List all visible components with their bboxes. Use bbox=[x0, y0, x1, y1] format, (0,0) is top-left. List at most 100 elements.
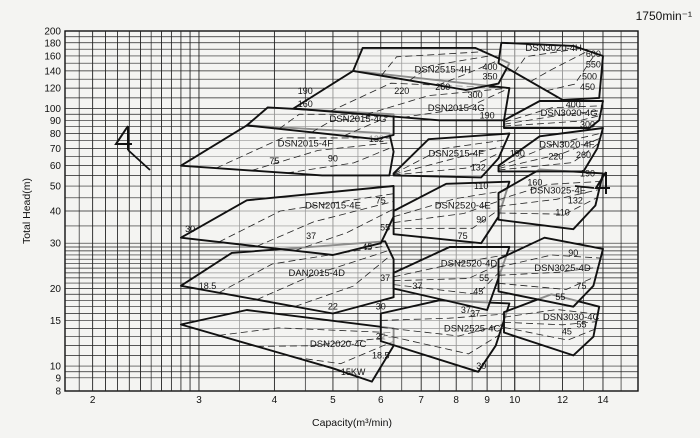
zone-outline bbox=[503, 100, 604, 129]
zone-model-label: DSN2020-4C bbox=[310, 339, 367, 350]
zone-curve bbox=[498, 132, 602, 168]
x-tick-label: 10 bbox=[509, 395, 521, 406]
zone-outline bbox=[497, 127, 604, 173]
zone-curve bbox=[393, 262, 505, 282]
zone-curve bbox=[514, 48, 581, 73]
zone-model-label: DSN2520-4D bbox=[441, 259, 498, 270]
zone-model-label: DSN3020-4H bbox=[525, 43, 582, 54]
y-tick-label: 9 bbox=[55, 373, 61, 384]
zone-curve bbox=[503, 105, 603, 123]
power-label: 55 bbox=[555, 292, 565, 302]
y-tick-label: 20 bbox=[50, 284, 62, 295]
power-label: 18.5 bbox=[199, 281, 217, 291]
pump-zone: DSN2525-4C 37 30 bbox=[379, 299, 511, 373]
x-axis-label: Capacity(m³/min) bbox=[312, 417, 392, 429]
zone-curve bbox=[498, 189, 600, 207]
x-tick-label: 14 bbox=[597, 395, 609, 406]
zone-outline bbox=[497, 236, 604, 308]
power-label: 30 bbox=[376, 302, 386, 312]
zone-model-label: DSN2015-4G bbox=[329, 114, 386, 125]
power-label: 37 bbox=[470, 308, 480, 318]
power-label: 75 bbox=[376, 195, 386, 205]
power-label: 300 bbox=[468, 90, 483, 100]
power-label: 350 bbox=[482, 72, 497, 82]
zone-model-label: DSN2515-4H bbox=[415, 64, 472, 75]
zone-model-label: DSN2525-4C bbox=[444, 323, 501, 334]
zone-curve bbox=[294, 340, 394, 365]
power-label: 220 bbox=[394, 86, 409, 96]
power-label: 45 bbox=[562, 327, 572, 337]
y-tick-label: 70 bbox=[50, 144, 62, 155]
zone-model-label: DSN2515-4F bbox=[428, 148, 484, 159]
y-tick-label: 140 bbox=[44, 66, 61, 77]
zone-curve bbox=[380, 333, 500, 355]
power-label: 37 bbox=[306, 231, 316, 241]
right-pole-mark-icon bbox=[574, 171, 610, 194]
axis-ticks: 8910152030405060708090100120140160180200… bbox=[44, 27, 609, 407]
zone-curve bbox=[256, 336, 394, 347]
y-tick-label: 180 bbox=[44, 38, 61, 49]
power-label: 30 bbox=[185, 224, 195, 234]
zone-curve bbox=[437, 58, 502, 86]
zone-fill bbox=[498, 237, 603, 307]
power-label: 90 bbox=[328, 153, 338, 163]
power-label: 190 bbox=[580, 168, 595, 178]
power-label: 500 bbox=[582, 72, 597, 82]
zone-fill bbox=[498, 42, 603, 100]
zone-curve bbox=[498, 137, 601, 169]
power-label: 260 bbox=[576, 150, 591, 160]
zone-curve bbox=[218, 193, 394, 243]
zone-curve bbox=[498, 276, 596, 290]
y-tick-label: 100 bbox=[44, 104, 61, 115]
power-label: 190 bbox=[510, 148, 525, 158]
zone-curve bbox=[498, 142, 599, 171]
y-tick-label: 40 bbox=[50, 207, 62, 218]
zone-curve bbox=[503, 115, 601, 127]
y-tick-label: 10 bbox=[50, 362, 62, 373]
x-tick-label: 2 bbox=[90, 395, 96, 406]
zone-curve bbox=[343, 113, 394, 137]
zone-curve bbox=[503, 309, 598, 318]
power-label: 90 bbox=[568, 248, 578, 258]
zone-model-label: DSN2015-4G bbox=[428, 103, 485, 114]
y-tick-label: 8 bbox=[55, 387, 61, 398]
zone-curve bbox=[380, 51, 484, 76]
zone-curve bbox=[393, 254, 507, 278]
y-tick-label: 15 bbox=[50, 316, 62, 327]
zone-model-label: DSN3025-4E bbox=[530, 186, 586, 197]
y-tick-label: 200 bbox=[44, 27, 61, 38]
zone-curve bbox=[393, 198, 505, 223]
zone-curve bbox=[256, 249, 390, 300]
power-label: 45 bbox=[362, 242, 372, 252]
zone-curve bbox=[294, 208, 394, 251]
zone-fill bbox=[246, 107, 394, 140]
left-pole-mark-icon bbox=[114, 125, 151, 171]
power-label: 22 bbox=[328, 302, 338, 312]
pump-zones: DSN2020-4C2218.515KWDSN2525-4C3730DSN303… bbox=[179, 41, 604, 383]
y-tick-label: 30 bbox=[50, 239, 62, 250]
power-label: 75 bbox=[458, 231, 468, 241]
power-label: 600 bbox=[586, 49, 601, 59]
power-label: 110 bbox=[555, 207, 569, 217]
y-tick-label: 60 bbox=[50, 161, 62, 172]
zone-curve bbox=[256, 201, 394, 247]
power-label: 15KW bbox=[341, 367, 366, 377]
zone-curve bbox=[311, 113, 394, 133]
x-tick-label: 8 bbox=[453, 395, 459, 406]
power-label: 220 bbox=[548, 152, 563, 162]
power-label: 260 bbox=[435, 82, 450, 92]
zone-curve bbox=[409, 55, 493, 81]
power-label: 300 bbox=[580, 120, 595, 130]
zone-model-label: DSN2015-4E bbox=[305, 201, 361, 212]
zone-curve bbox=[294, 254, 392, 307]
zone-outline bbox=[392, 132, 511, 179]
power-label: 160 bbox=[527, 178, 542, 188]
zone-curve bbox=[503, 110, 602, 125]
